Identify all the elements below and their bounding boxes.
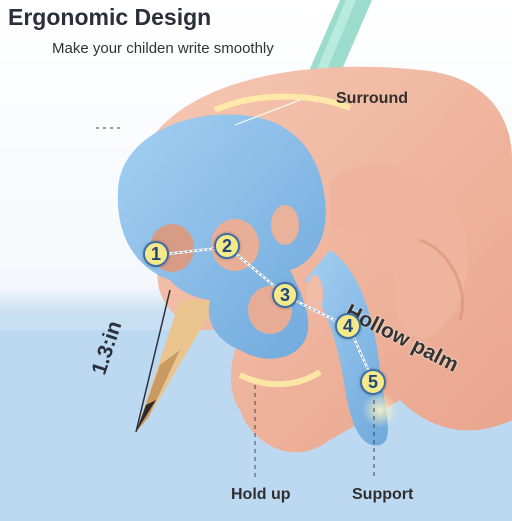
page-title: Ergonomic Design: [8, 4, 212, 30]
subtitle: Make your childen write smoothly: [52, 40, 274, 57]
point-badge-3: 3: [272, 282, 298, 308]
point-badge-2: 2: [214, 233, 240, 259]
surround-label: Surround: [336, 90, 408, 107]
point-badge-5: 5: [360, 369, 386, 395]
point-badge-1: 1: [143, 241, 169, 267]
support-label: Support: [352, 486, 414, 503]
point-badge-4: 4: [335, 313, 361, 339]
hold-up-label: Hold up: [231, 486, 291, 503]
